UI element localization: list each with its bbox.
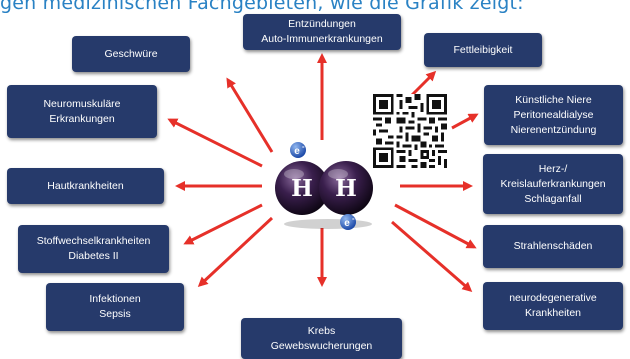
box-neuromuskulaer: Neuromuskuläre Erkrankungen <box>7 85 157 138</box>
box-fettleibigkeit-line-1: Fettleibigkeit <box>453 43 513 56</box>
box-stoffwechsel: Stoffwechselkrankheiten Diabetes II <box>18 225 169 273</box>
electron-bottom-sup: - <box>352 214 355 223</box>
box-stoffwechsel-line-2: Diabetes II <box>68 250 119 262</box>
box-herz-line-3: Schlaganfall <box>524 192 582 205</box>
box-infektionen-line-1: Infektionen <box>89 293 141 305</box>
box-strahlen: Strahlenschäden <box>483 225 623 268</box>
box-neuromuskulaer-line-1: Neuromuskuläre <box>43 97 121 110</box>
box-neuromuskulaer-line-2: Erkrankungen <box>49 112 115 125</box>
box-krebs-line-1: Krebs <box>307 324 336 337</box>
box-infektionen: Infektionen Sepsis <box>46 283 184 331</box>
box-haut-line-1: Hautkrankheiten <box>47 179 124 192</box>
electron-bottom-label: e <box>344 218 350 229</box>
hydrogen-atom-left <box>275 161 329 215</box>
box-neuro: neurodegenerative Krankheiten <box>483 282 623 330</box>
box-niere-line-2: Peritonealdialyse <box>513 108 594 121</box>
atom-label-2: H <box>335 175 357 202</box>
box-krebs: Krebs Gewebswucherungen <box>241 318 402 359</box>
arrow-neuromuskulaer <box>167 118 263 168</box>
arrow-strahlen <box>394 203 477 249</box>
box-fettleibigkeit: Fettleibigkeit <box>424 33 542 67</box>
box-infektionen-line-2: Sepsis <box>99 308 131 320</box>
electron-top <box>290 142 306 158</box>
box-entzuendungen-line-2: Auto-Immunerkrankungen <box>261 33 383 45</box>
box-entzuendungen-line-1: Entzündungen <box>288 18 356 30</box>
arrow-neuro <box>391 220 473 292</box>
box-neuro-line-1: neurodegenerative <box>509 292 597 304</box>
box-krebs-line-2: Gewebswucherungen <box>270 339 373 352</box>
arrow-fettleibigkeit <box>408 70 437 99</box>
atom-label-1: H <box>291 175 313 202</box>
electron-top-label: e <box>294 146 300 157</box>
box-stoffwechsel-line-1: Stoffwechselkrankheiten <box>36 235 151 247</box>
arrow-niere <box>451 113 479 130</box>
box-niere-line-1: Künstliche Niere <box>515 93 592 106</box>
box-entzuendungen: Entzündungen Auto-Immunerkrankungen <box>243 14 401 50</box>
box-herz-line-2: Kreislauferkrankungen <box>500 177 606 190</box>
qr-code-icon <box>373 94 447 168</box>
arrow-stoffwechsel <box>183 203 263 245</box>
box-haut: Hautkrankheiten <box>7 168 164 204</box>
arrow-geschwuere <box>226 77 274 153</box>
electron-top-sup: - <box>302 142 305 151</box>
box-neuro-line-2: Krankheiten <box>524 307 582 319</box>
box-herz-line-1: Herz-/ <box>538 162 568 175</box>
box-geschwuere-line-1: Geschwüre <box>104 47 158 60</box>
box-niere-line-3: Nierenentzündung <box>510 123 597 136</box>
arrow-infektionen <box>197 216 274 288</box>
box-herz: Herz-/ Kreislauferkrankungen Schlaganfal… <box>483 154 623 214</box>
box-strahlen-line-1: Strahlenschäden <box>513 240 593 252</box>
electron-bottom <box>340 214 356 230</box>
hydrogen-atom-right <box>319 161 373 215</box>
box-niere: Künstliche Niere Peritonealdialyse Niere… <box>484 85 623 145</box>
box-geschwuere: Geschwüre <box>72 36 190 72</box>
header-text: gen medizinischen Fachgebieten, wie die … <box>0 0 524 14</box>
hydrogen-molecule: H H e - e - <box>275 142 373 230</box>
